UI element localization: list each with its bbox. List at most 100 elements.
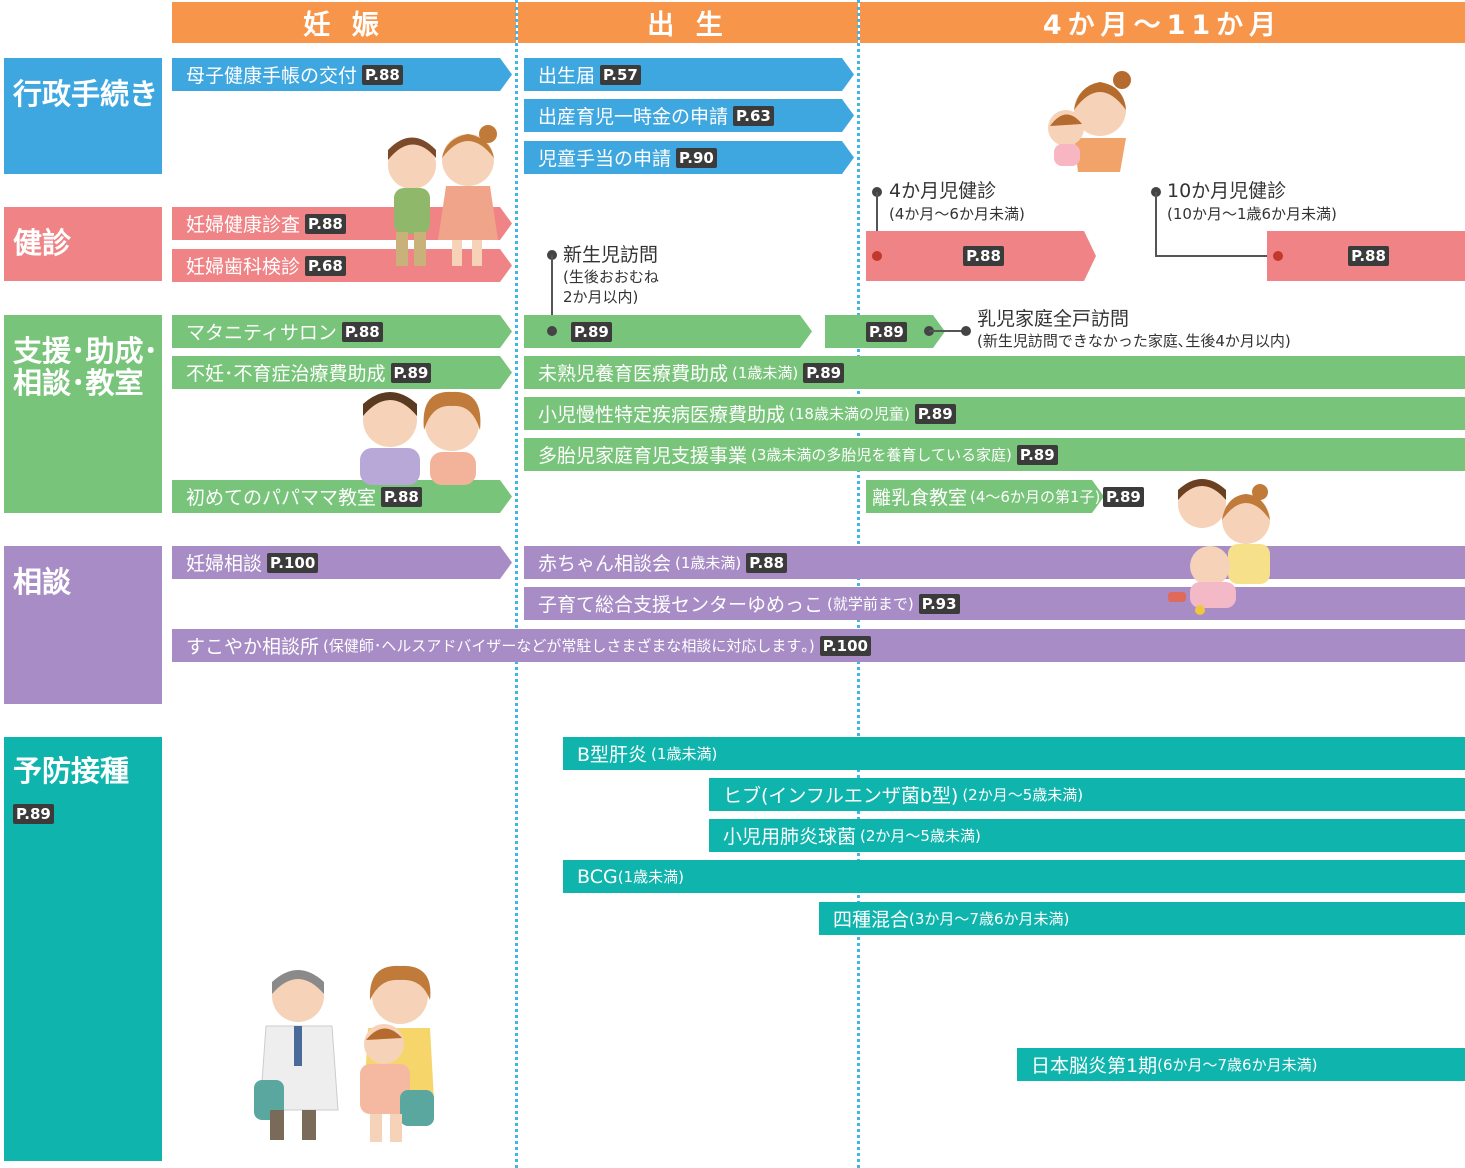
- header-months: 4か月～11か月: [860, 2, 1465, 43]
- m10-checkup-sub: (10か月～1歳6か月未満): [1167, 205, 1337, 223]
- bar-vaccine-shishu-label: 四種混合: [833, 909, 910, 931]
- zenko-dot-b: [961, 326, 971, 336]
- bar-m10-checkup-page: P.88: [1348, 246, 1389, 266]
- m4-checkup-sub: (4か月～6か月未満): [889, 205, 1025, 223]
- bar-ninpu-kenshin-label: 妊婦健康診査: [186, 214, 301, 236]
- mother-baby-illustration: [1048, 71, 1131, 172]
- doctor-family-illustration: [254, 965, 434, 1142]
- category-vaccine-page: P.89: [13, 804, 54, 825]
- category-vaccine: 予防接種 P.89: [4, 737, 162, 1161]
- shinseiji-line: [551, 255, 553, 331]
- bar-m4-checkup: P.88: [866, 231, 1096, 281]
- category-consult-label: 相談: [13, 565, 72, 599]
- category-support-label-2: 相談･教室: [13, 366, 144, 401]
- category-vaccine-label: 予防接種: [13, 754, 130, 788]
- category-support: 支援･助成･相談･教室: [4, 315, 162, 513]
- bar-rinyu: 離乳食教室(4～6か月の第1子): [866, 480, 1104, 513]
- bar-shika-label: 妊婦歯科検診: [186, 256, 301, 278]
- bar-mijuku: 未熟児養育医療費助成(1歳未満)P.89: [524, 356, 1465, 389]
- bar-maternity-page: P.88: [342, 322, 383, 342]
- bar-birth-page: P.57: [600, 65, 641, 85]
- bar-ninpu-soudan-page: P.100: [267, 553, 318, 573]
- bar-maternity-label: マタニティサロン: [186, 322, 337, 344]
- bar-mijuku-small: (1歳未満): [732, 364, 799, 382]
- m4-checkup-line: [876, 192, 878, 254]
- m10-checkup-end-dot: [1273, 251, 1283, 261]
- bar-vaccine-hib: ヒブ(インフルエンザ菌b型)(2か月～5歳未満): [709, 778, 1465, 811]
- bar-sukoyaka-small: (保健師･ヘルスアドバイザーなどが常駐しさまざまな相談に対応します｡): [323, 637, 815, 655]
- bar-rinyu-small: (4～6か月の第1子): [970, 488, 1101, 506]
- bar-yumekko-small: (就学前まで): [827, 595, 914, 613]
- bar-shinseiji: P.89: [524, 315, 812, 348]
- bar-ninpu-soudan-label: 妊婦相談: [186, 553, 263, 575]
- category-consult: 相談: [4, 546, 162, 704]
- divider-months: [857, 0, 860, 1168]
- bar-vaccine-pneumo-small: (2か月～5歳未満): [860, 827, 981, 845]
- bar-akachan-page: P.88: [746, 552, 788, 573]
- bar-shouni: 小児慢性特定疾病医療費助成(18歳未満の児童)P.89: [524, 397, 1465, 430]
- bar-vaccine-shishu: 四種混合(3か月～7歳6か月未満): [819, 902, 1465, 935]
- bar-ninpu-kenshin-page: P.88: [305, 214, 346, 234]
- bar-vaccine-bcg: BCG(1歳未満): [563, 860, 1465, 893]
- bar-tatai-page: P.89: [1016, 444, 1058, 465]
- bar-vaccine-b-small: (1歳未満): [651, 745, 718, 763]
- bar-rinyu-page: P.89: [1103, 487, 1144, 507]
- bar-vaccine-hib-label: ヒブ(インフルエンザ菌b型): [723, 785, 959, 807]
- bar-vaccine-hib-small: (2か月～5歳未満): [962, 786, 1084, 804]
- category-checkup-label: 健診: [13, 226, 72, 260]
- shinseiji-bar-dot: [547, 326, 557, 336]
- bar-tatai-label: 多胎児家庭育児支援事業: [538, 445, 748, 467]
- bar-sukoyaka: すこやか相談所(保健師･ヘルスアドバイザーなどが常駐しさまざまな相談に対応します…: [172, 629, 1465, 662]
- bar-vaccine-bcg-label: BCG: [577, 865, 618, 888]
- divider-birth: [515, 0, 518, 1168]
- m10-checkup-line-h: [1155, 255, 1277, 257]
- category-admin: 行政手続き: [4, 58, 162, 174]
- bar-mijuku-label: 未熟児養育医療費助成: [538, 363, 729, 385]
- bar-vaccine-nihon-small: (6か月～7歳6か月未満): [1157, 1056, 1318, 1074]
- bar-funin-label: 不妊･不育症治療費助成: [186, 363, 386, 385]
- bar-yumekko-label: 子育て総合支援センターゆめっこ: [538, 594, 824, 616]
- category-checkup: 健診: [4, 207, 162, 281]
- bar-tatai-small: (3歳未満の多胎児を養育している家庭): [751, 446, 1012, 464]
- shinseiji-sub2: 2か月以内): [563, 288, 639, 306]
- bar-akachan-label: 赤ちゃん相談会: [538, 553, 672, 575]
- bar-shinseiji-page: P.89: [571, 322, 612, 342]
- bar-vaccine-pneumo-label: 小児用肺炎球菌: [723, 826, 857, 848]
- bar-yumekko-page: P.93: [918, 593, 960, 614]
- bar-m4-checkup-page: P.88: [963, 246, 1004, 266]
- bar-shouni-label: 小児慢性特定疾病医療費助成: [538, 404, 786, 426]
- category-admin-label: 行政手続き: [13, 77, 159, 111]
- m4-checkup-title: 4か月児健診: [889, 180, 997, 202]
- header-pregnancy: 妊 娠: [172, 2, 516, 43]
- bar-sukoyaka-page: P.100: [819, 635, 871, 656]
- m10-checkup-line-v: [1155, 192, 1157, 257]
- bar-vaccine-nihon-label: 日本脳炎第1期: [1031, 1055, 1158, 1077]
- couple-illustration: [360, 391, 481, 485]
- pregnant-couple-illustration: [388, 125, 498, 266]
- bar-ichijikin-page: P.63: [733, 106, 774, 126]
- bar-shika-page: P.68: [305, 256, 346, 276]
- family-illustration: [1168, 479, 1270, 615]
- bar-vaccine-pneumo: 小児用肺炎球菌(2か月～5歳未満): [709, 819, 1465, 852]
- bar-vaccine-nihon: 日本脳炎第1期(6か月～7歳6か月未満): [1017, 1048, 1465, 1081]
- bar-vaccine-b-label: B型肝炎: [577, 744, 648, 766]
- header-birth: 出 生: [518, 2, 858, 43]
- bar-zenko-page: P.89: [866, 322, 907, 342]
- bar-shouni-small: (18歳未満の児童): [789, 405, 910, 423]
- bar-boshi-page: P.88: [362, 65, 403, 85]
- bar-rinyu-label: 離乳食教室: [872, 487, 968, 509]
- zenko-sub: (新生児訪問できなかった家庭､生後4か月以内): [977, 332, 1291, 350]
- bar-shouni-page: P.89: [914, 403, 956, 424]
- category-support-label-1: 支援･助成･: [13, 334, 159, 368]
- bar-jidou-page: P.90: [676, 148, 717, 168]
- zenko-line: [929, 330, 967, 332]
- bar-akachan: 赤ちゃん相談会(1歳未満)P.88: [524, 546, 1465, 579]
- bar-papamama-page: P.88: [381, 487, 422, 507]
- bar-sukoyaka-label: すこやか相談所: [186, 636, 320, 658]
